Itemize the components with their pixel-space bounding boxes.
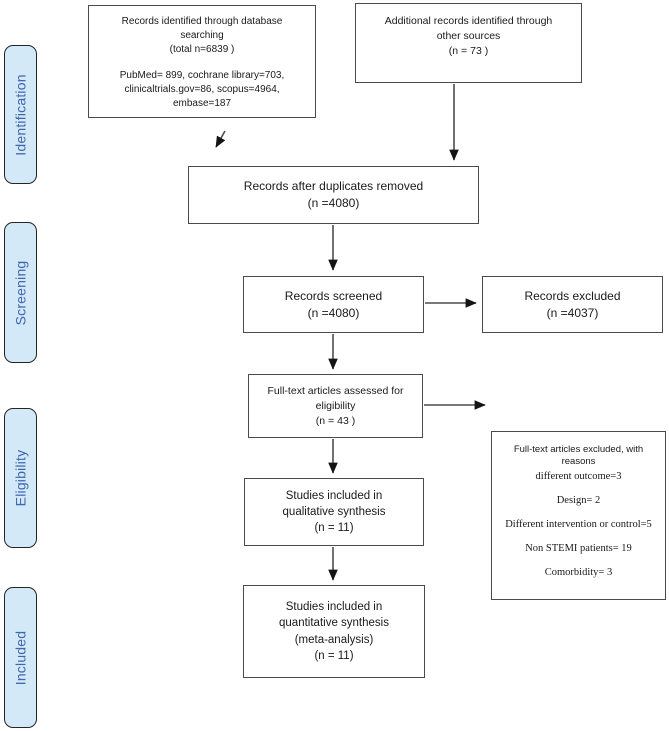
arrow-database-to-duplicates xyxy=(215,130,226,148)
box-quantitative-synthesis: Studies included in quantitative synthes… xyxy=(243,585,425,678)
other-sources-count: (n = 73 ) xyxy=(448,45,489,57)
reason-different-outcome: different outcome=3 xyxy=(535,471,622,482)
stage-label-identification-text: Identification xyxy=(12,73,29,156)
database-detail-3: embase=187 xyxy=(172,98,232,109)
reasons-header-2: reasons xyxy=(561,456,596,467)
quantitative-line-2: quantitative synthesis xyxy=(279,617,389,629)
screened-line-1: Records screened xyxy=(284,288,383,303)
quantitative-line-1: Studies included in xyxy=(285,600,383,613)
box-qualitative-synthesis: Studies included in qualitative synthesi… xyxy=(244,478,424,546)
stage-label-eligibility-text: Eligibility xyxy=(12,449,29,507)
reason-different-intervention: Different intervention or control=5 xyxy=(505,519,652,530)
stage-label-included-text: Included xyxy=(12,630,29,685)
stage-label-screening-text: Screening xyxy=(12,260,29,325)
stage-label-identification: Identification xyxy=(4,45,37,184)
quantitative-line-3: (meta-analysis) xyxy=(294,633,374,646)
fulltext-line-1: Full-text articles assessed for xyxy=(267,384,404,397)
other-sources-line-2: other sources xyxy=(436,30,501,42)
box-records-identified-database: Records identified through database sear… xyxy=(88,5,316,118)
reason-design: Design= 2 xyxy=(556,495,601,506)
box-fulltext-excluded-reasons: Full-text articles excluded, with reason… xyxy=(491,431,666,600)
database-detail-1: PubMed= 899, cochrane library=703, xyxy=(119,70,285,81)
fulltext-count: (n = 43 ) xyxy=(315,414,356,427)
stage-label-included: Included xyxy=(4,587,37,728)
duplicates-count: (n =4080) xyxy=(307,196,360,210)
qualitative-line-1: Studies included in xyxy=(285,490,383,502)
box-records-excluded: Records excluded (n =4037) xyxy=(482,276,663,333)
box-records-screened: Records screened (n =4080) xyxy=(243,276,424,333)
excluded-count: (n =4037) xyxy=(546,305,599,320)
stage-label-screening: Screening xyxy=(4,222,37,363)
fulltext-line-2: eligibility xyxy=(315,399,356,412)
database-count: (total n=6839 ) xyxy=(169,44,235,55)
stage-label-eligibility: Eligibility xyxy=(4,408,37,548)
reasons-header-1: Full-text articles excluded, with xyxy=(513,444,644,455)
box-fulltext-assessed: Full-text articles assessed for eligibil… xyxy=(248,374,423,438)
qualitative-count: (n = 11) xyxy=(314,522,354,534)
duplicates-line-1: Records after duplicates removed xyxy=(243,179,424,193)
box-additional-records-other-sources: Additional records identified through ot… xyxy=(355,3,582,83)
database-line-2: searching xyxy=(180,30,224,41)
qualitative-line-2: qualitative synthesis xyxy=(282,506,386,518)
box-records-after-duplicates-removed: Records after duplicates removed (n =408… xyxy=(188,166,479,224)
database-line-1: Records identified through database xyxy=(121,16,283,27)
screened-count: (n =4080) xyxy=(307,305,360,320)
database-detail-2: clinicaltrials.gov=86, scopus=4964, xyxy=(124,84,280,95)
reason-non-stemi: Non STEMI patients= 19 xyxy=(525,543,632,554)
other-sources-line-1: Additional records identified through xyxy=(384,15,553,27)
reason-comorbidity: Comorbidity= 3 xyxy=(544,567,613,578)
excluded-line-1: Records excluded xyxy=(524,288,621,303)
quantitative-count: (n = 11) xyxy=(314,650,354,662)
